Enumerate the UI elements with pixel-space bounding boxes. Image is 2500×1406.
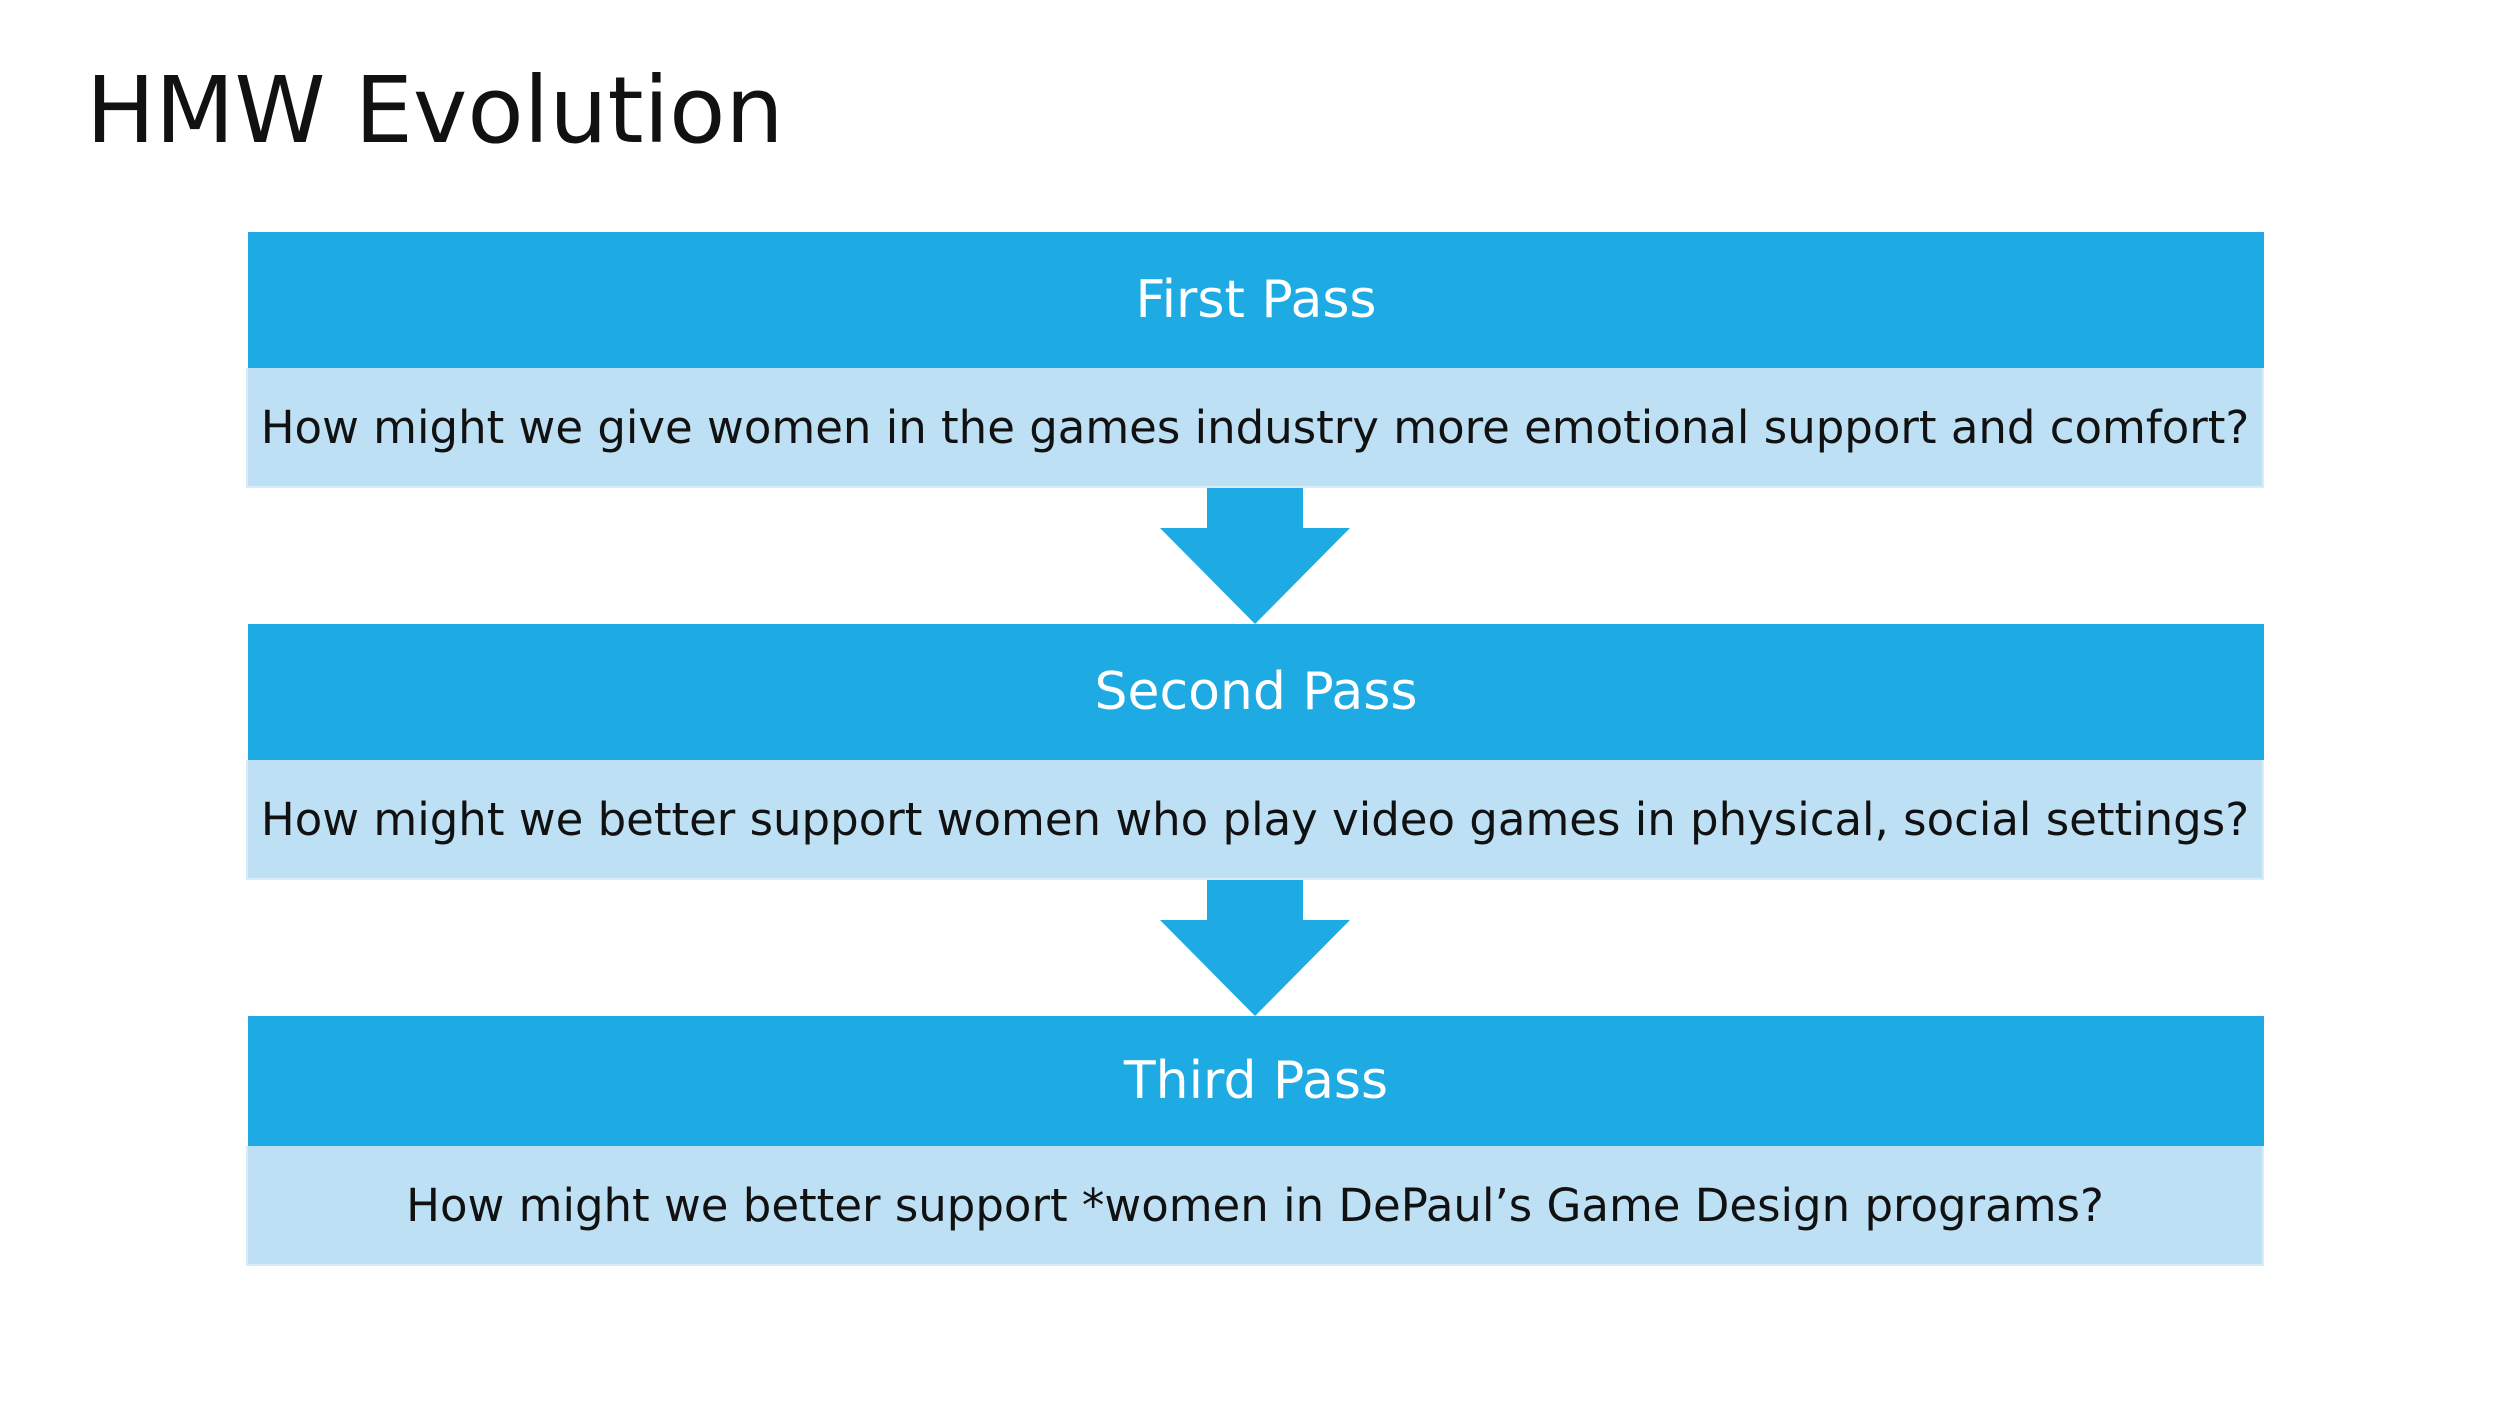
stage-header: Third Pass (248, 1016, 2264, 1146)
stage-header: First Pass (248, 232, 2264, 368)
down-arrow-icon (1160, 488, 1350, 624)
stage-question: How might we better support women who pl… (246, 760, 2264, 880)
slide-title: HMW Evolution (86, 57, 784, 164)
stage-question: How might we give women in the games ind… (246, 368, 2264, 488)
stage-question: How might we better support *women in De… (246, 1146, 2264, 1266)
down-arrow-icon (1160, 880, 1350, 1016)
stage-header: Second Pass (248, 624, 2264, 760)
